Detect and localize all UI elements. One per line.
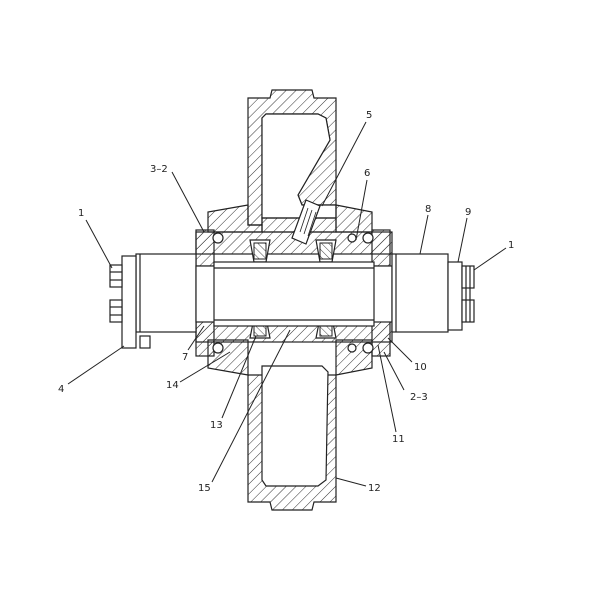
callout-5: 5 [366,110,372,121]
callout-10: 10 [414,362,427,373]
left-bracket [109,255,151,349]
callout-7: 7 [182,352,188,363]
left-upper-seal [195,229,215,267]
callout-11: 11 [392,434,405,445]
callout-8: 8 [425,204,431,215]
callout-1-right: 1 [508,240,514,251]
hub-body [195,229,393,357]
callout-15: 15 [198,483,211,494]
right-lower-seal [371,319,391,357]
callout-6: 6 [364,168,370,179]
callout-12: 12 [368,483,381,494]
fill-plug [291,199,321,245]
right-upper-seal [371,229,391,267]
leader-lines [67,121,507,487]
shaft [135,253,449,333]
callout-9: 9 [465,207,471,218]
callout-2-3: 2–3 [410,392,428,403]
callout-4: 4 [58,384,64,395]
callout-3-2: 3–2 [150,164,168,175]
left-lower-bolt [109,299,123,323]
upper-wheel-section [207,89,373,233]
callout-13: 13 [210,420,223,431]
left-upper-bolt [109,264,123,288]
lower-wheel-section [207,339,373,511]
left-lower-seal [195,319,215,357]
callout-14: 14 [166,380,179,391]
callout-1-left: 1 [78,208,84,219]
right-end-bolts [447,261,475,331]
callout-labels: 1 1 2–3 3–2 4 5 6 7 8 9 10 11 12 13 14 1… [58,110,514,494]
